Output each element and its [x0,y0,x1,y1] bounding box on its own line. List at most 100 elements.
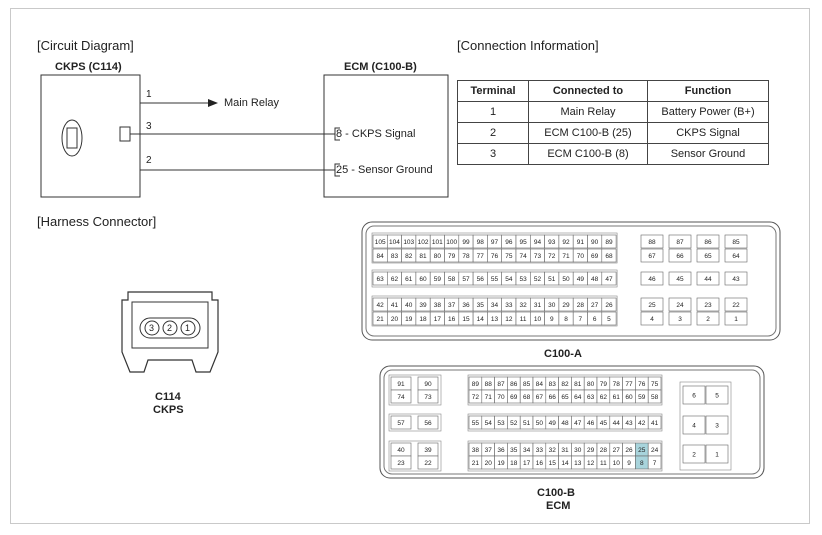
pin-number: 85 [523,381,531,388]
pin-number: 32 [549,447,557,454]
arrow-icon [208,99,218,107]
pin-number: 92 [562,239,570,246]
pin-number: 103 [403,239,414,246]
pin-number: 97 [491,239,499,246]
pin-number: 82 [405,253,413,260]
pin-number: 13 [574,460,582,467]
pin-cell [696,297,720,312]
pin-number: 104 [389,239,400,246]
pin-2-label: 2 [146,155,152,166]
pin-number: 29 [562,302,570,309]
pin-number: 102 [418,239,429,246]
c114-pin1 [180,320,196,336]
pin-number: 41 [391,302,399,309]
pin-group [371,269,618,288]
ecm-connector-label: ECM [546,500,571,512]
pin-number: 87 [497,381,505,388]
c100a-outer [361,221,781,341]
pin-cell [668,234,692,249]
pin-number: 62 [391,276,399,283]
pin-number: 67 [648,253,656,260]
pin-number: 1 [715,452,719,459]
pin-number: 62 [600,394,608,401]
pin-number: 76 [491,253,499,260]
pin-number: 30 [574,447,582,454]
pin-cell [724,234,748,249]
pin-number: 15 [462,316,470,323]
pin-number: 34 [491,302,499,309]
pin-number: 69 [510,394,518,401]
c100b-label: C100-B [537,487,575,499]
pin-number: 64 [732,253,740,260]
pin-number: 96 [505,239,513,246]
pin-number: 93 [548,239,556,246]
pin-number: 45 [676,276,684,283]
pin-number: 73 [534,253,542,260]
pin-number: 53 [520,276,528,283]
pin-number: 11 [520,316,527,323]
pin-number: 88 [648,239,656,246]
circuit-diagram-title: [Circuit Diagram] [37,38,134,53]
c114-pin-label: 3 [149,323,155,333]
pin-number: 66 [549,394,557,401]
pin-number: 33 [536,447,544,454]
pin-number: 84 [377,253,385,260]
pin-number: 44 [613,420,621,427]
pin-number: 38 [472,447,480,454]
pin-number: 28 [600,447,608,454]
pin-number: 66 [676,253,684,260]
pin-cell [390,389,412,404]
pin-number: 22 [424,460,432,467]
pin-number: 98 [477,239,485,246]
pin-number: 35 [477,302,485,309]
pin-number: 25 [648,302,656,309]
pin-number: 50 [562,276,570,283]
pin-number: 99 [462,239,470,246]
pin-number: 10 [613,460,621,467]
pin-number: 36 [462,302,470,309]
pin-number: 81 [574,381,582,388]
pin-cell [417,415,439,430]
pin-number: 32 [520,302,528,309]
sensor-coil-icon [61,119,83,157]
pin-number: 75 [505,253,513,260]
pin-number: 49 [549,420,557,427]
pin-number: 88 [485,381,493,388]
pin-number: 56 [477,276,485,283]
pin-number: 4 [650,316,654,323]
pin-number: 4 [692,423,696,430]
sensor-ground-label: 25 - Sensor Ground [336,164,433,176]
pin-group [388,413,442,432]
pin-number: 58 [448,276,456,283]
pin-cell [640,248,664,263]
pin-cell [601,297,617,312]
pin-number: 39 [419,302,427,309]
pin-number: 85 [732,239,740,246]
pin-number: 79 [600,381,608,388]
c114-pin3 [144,320,160,336]
pin-number: 17 [434,316,442,323]
pin-number: 42 [377,302,385,309]
pin-number: 2 [692,452,696,459]
pin-number: 43 [732,276,740,283]
pin-number: 91 [577,239,585,246]
pin-number: 22 [732,302,740,309]
table-cell: Sensor Ground [647,143,769,165]
pin-cell [640,297,664,312]
pin-number: 52 [510,420,518,427]
pin-number: 50 [536,420,544,427]
pin-cell [601,311,617,326]
pin-number: 56 [424,420,432,427]
pin-number: 78 [462,253,470,260]
pin-number: 68 [605,253,613,260]
pin-number: 37 [448,302,456,309]
pin-number: 63 [587,394,595,401]
pin-number: 71 [562,253,570,260]
pin-number: 46 [587,420,595,427]
table-row: 3 ECM C100-B (8) Sensor Ground [457,143,769,165]
pin-number: 101 [432,239,443,246]
pin-group [388,440,442,472]
pin-number: 94 [534,239,542,246]
